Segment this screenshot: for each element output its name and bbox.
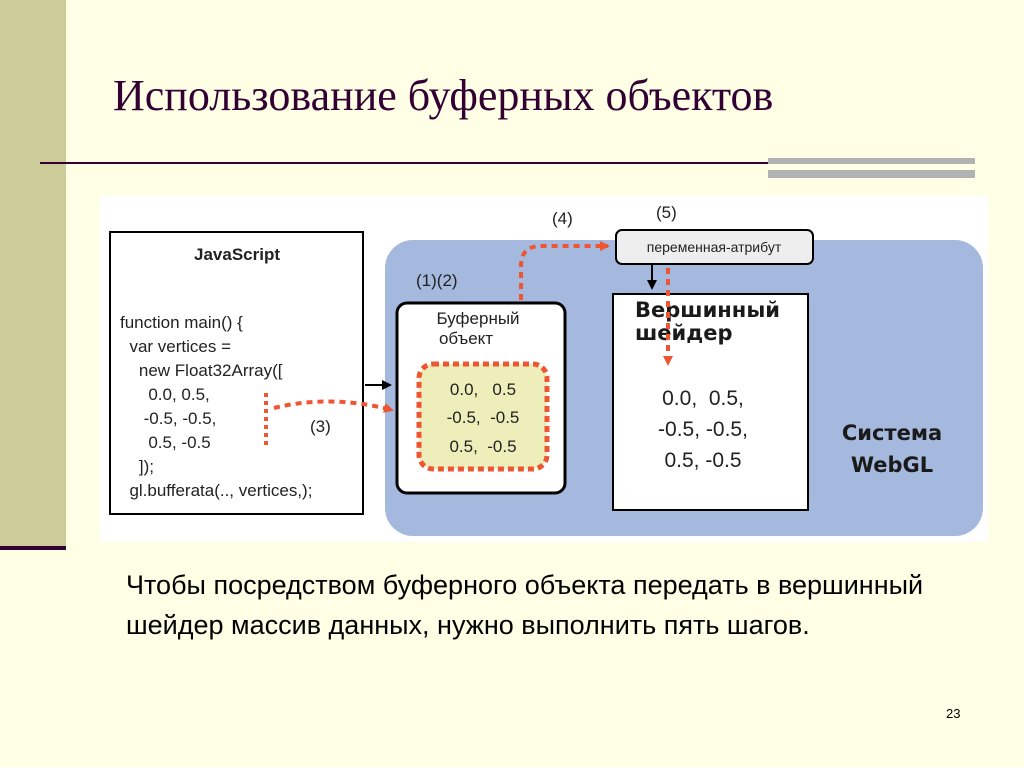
code-line: 0.0, 0.5, bbox=[120, 385, 210, 404]
buffer-data-region bbox=[416, 361, 550, 472]
buffer-value-row: -0.5, -0.5 bbox=[447, 408, 520, 427]
vertex-shader-heading: Вершинный bbox=[635, 298, 780, 322]
javascript-heading: JavaScript bbox=[194, 245, 280, 264]
buffer-object-heading-2: объект bbox=[439, 329, 493, 348]
shader-value-row: 0.0, 0.5, bbox=[662, 387, 744, 410]
title-accent-bar-lower bbox=[768, 170, 975, 178]
buffer-value-row: 0.5, -0.5 bbox=[449, 437, 516, 456]
step3-label: (3) bbox=[310, 417, 331, 436]
code-line: var vertices = bbox=[120, 337, 231, 356]
page-title: Использование буферных объектов bbox=[113, 71, 774, 120]
title-divider bbox=[40, 162, 975, 164]
code-line: ]); bbox=[120, 457, 154, 476]
attribute-variable-box bbox=[615, 229, 814, 265]
step5-label: (5) bbox=[656, 203, 677, 222]
code-line: function main() { bbox=[120, 313, 243, 332]
code-line: new Float32Array([ bbox=[120, 361, 283, 380]
code-line: gl.bufferata(.., vertices,); bbox=[120, 481, 312, 500]
webgl-system-label-2: WebGL bbox=[851, 453, 933, 477]
shader-value-row: 0.5, -0.5 bbox=[664, 449, 741, 472]
step4-arrow bbox=[519, 241, 610, 300]
attribute-variable-label: переменная-атрибут bbox=[647, 239, 782, 255]
shader-value-row: -0.5, -0.5, bbox=[658, 418, 748, 441]
vertex-shader-box bbox=[612, 293, 809, 511]
left-decor-bar bbox=[0, 0, 66, 548]
buffer-object-heading: Буферный bbox=[436, 309, 519, 328]
step12-label: (1)(2) bbox=[416, 271, 458, 290]
code-line: -0.5, -0.5, bbox=[120, 409, 216, 428]
code-line: 0.5, -0.5 bbox=[120, 433, 211, 452]
webgl-buffer-diagram: Система WebGL JavaScript function main()… bbox=[100, 196, 988, 542]
buffer-value-row: 0.0, 0.5 bbox=[450, 380, 516, 399]
left-decor-line bbox=[0, 546, 66, 550]
webgl-system-label: Система bbox=[842, 421, 942, 445]
javascript-box bbox=[109, 231, 364, 515]
step3-arrow bbox=[273, 399, 394, 413]
step4-label: (4) bbox=[552, 209, 573, 228]
slide-body-text: Чтобы посредством буферного объекта пере… bbox=[126, 570, 924, 640]
vertex-shader-heading-2: шейдер bbox=[635, 321, 733, 345]
slide-number: 23 bbox=[946, 706, 961, 721]
title-accent-bar bbox=[768, 158, 975, 164]
